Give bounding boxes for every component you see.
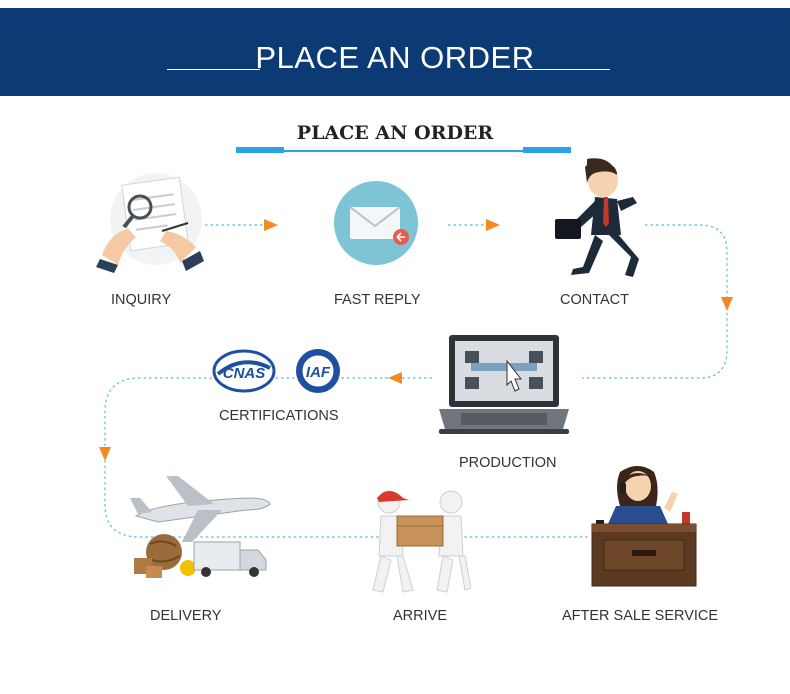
step-label-arrive: ARRIVE [393, 608, 447, 624]
section-title-cap-left [236, 147, 284, 153]
arrow-down-right [721, 297, 733, 311]
inquiry-illustration [96, 173, 204, 273]
step-label-certifications: CERTIFICATIONS [219, 408, 339, 424]
arrow-right-1 [264, 219, 278, 231]
truck-icon [193, 541, 267, 577]
magnifier-icon [127, 194, 153, 220]
step-label-delivery: DELIVERY [150, 608, 222, 624]
section-title-cap-right [523, 147, 571, 153]
certification-logos: CNAS IAF [212, 349, 340, 393]
section-title: PLACE AN ORDER [296, 122, 494, 144]
cursor-icon [506, 359, 523, 392]
airplane-icon [130, 476, 271, 542]
banner-title: PLACE AN ORDER [255, 40, 535, 75]
step-label-fast-reply: FAST REPLY [334, 292, 421, 308]
arrow-right-2 [486, 219, 500, 231]
iaf-logo-text: IAF [306, 364, 331, 381]
box-icon [396, 515, 444, 547]
delivery-illustration [130, 476, 271, 578]
iaf-logo: IAF [296, 349, 340, 393]
arrive-illustration [372, 490, 471, 593]
header-banner: PLACE AN ORDER [0, 8, 790, 96]
hazard-icon [180, 560, 196, 576]
contact-illustration [555, 158, 639, 277]
step-label-after-sale-service: AFTER SALE SERVICE [562, 608, 719, 624]
banner-line-left [167, 69, 260, 70]
step-label-contact: CONTACT [560, 292, 630, 308]
phone-icon [620, 482, 626, 494]
after-sale-service-illustration [591, 466, 697, 587]
banner-line-right [517, 69, 610, 70]
step-label-inquiry: INQUIRY [111, 292, 172, 308]
arrow-down-left [99, 447, 111, 461]
cnas-logo-text: CNAS [223, 365, 266, 382]
production-illustration [439, 335, 569, 434]
arrow-left [388, 372, 402, 384]
fast-reply-illustration [334, 181, 418, 265]
red-cap-icon [377, 491, 409, 502]
cnas-logo: CNAS [212, 349, 276, 393]
step-label-production: PRODUCTION [459, 455, 557, 471]
briefcase-icon [555, 219, 581, 239]
section-title-underline [236, 150, 571, 152]
